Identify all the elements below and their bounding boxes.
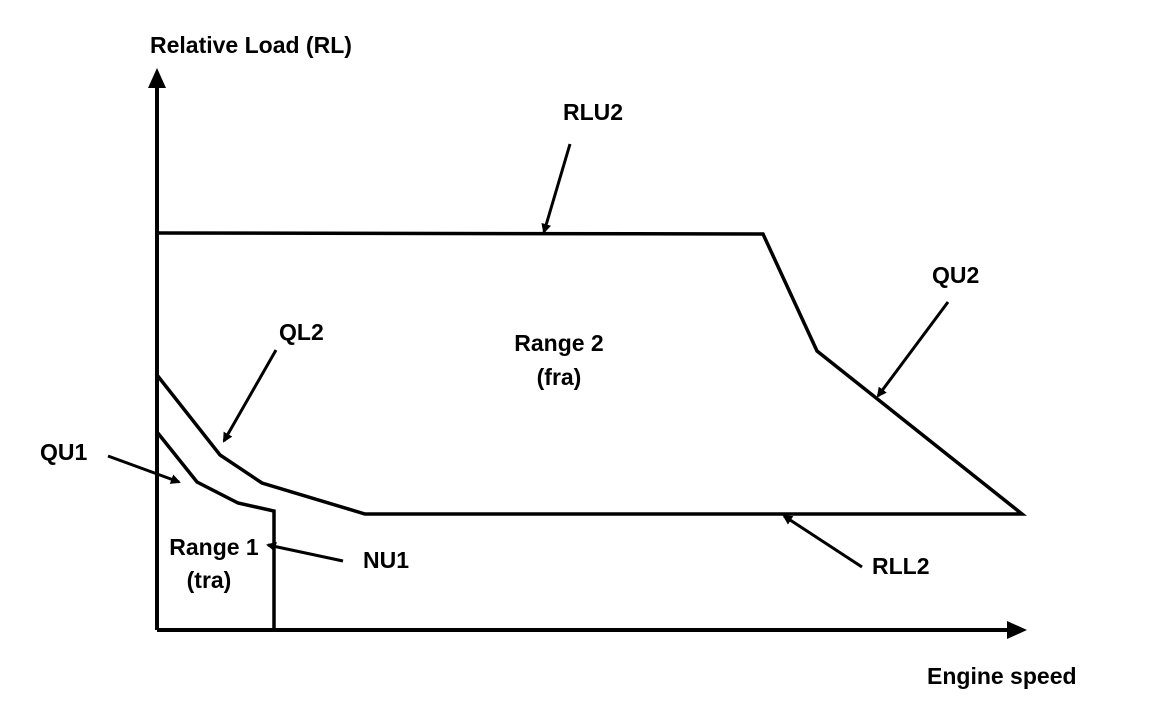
- qu1-pointer: [107, 454, 181, 484]
- rlu2-label: RLU2: [563, 99, 623, 125]
- nu1-pointer: [266, 541, 344, 563]
- rll2-label: RLL2: [872, 553, 930, 579]
- ql2-pointer: [222, 349, 278, 443]
- y-axis-label: Relative Load (RL): [150, 32, 352, 58]
- x-axis-arrowhead: [1007, 621, 1027, 639]
- qu2-label: QU2: [932, 262, 979, 288]
- range2-boundary: [155, 231, 1028, 516]
- qu1-label: QU1: [40, 439, 88, 465]
- ql2-label: QL2: [279, 319, 324, 345]
- nu1-label: NU1: [363, 547, 409, 573]
- range2-label-line1: Range 2: [514, 330, 603, 356]
- range1-label-line1: Range 1: [169, 534, 259, 560]
- range1-label-line2: (tra): [187, 567, 232, 593]
- x-axis-label: Engine speed: [927, 663, 1077, 689]
- range1-boundary: [155, 430, 276, 630]
- y-axis-arrowhead: [148, 68, 166, 88]
- qu2-pointer: [876, 301, 950, 398]
- rlu2-pointer: [541, 143, 572, 234]
- range2-label-line2: (fra): [537, 364, 582, 390]
- rll2-pointer: [782, 514, 863, 569]
